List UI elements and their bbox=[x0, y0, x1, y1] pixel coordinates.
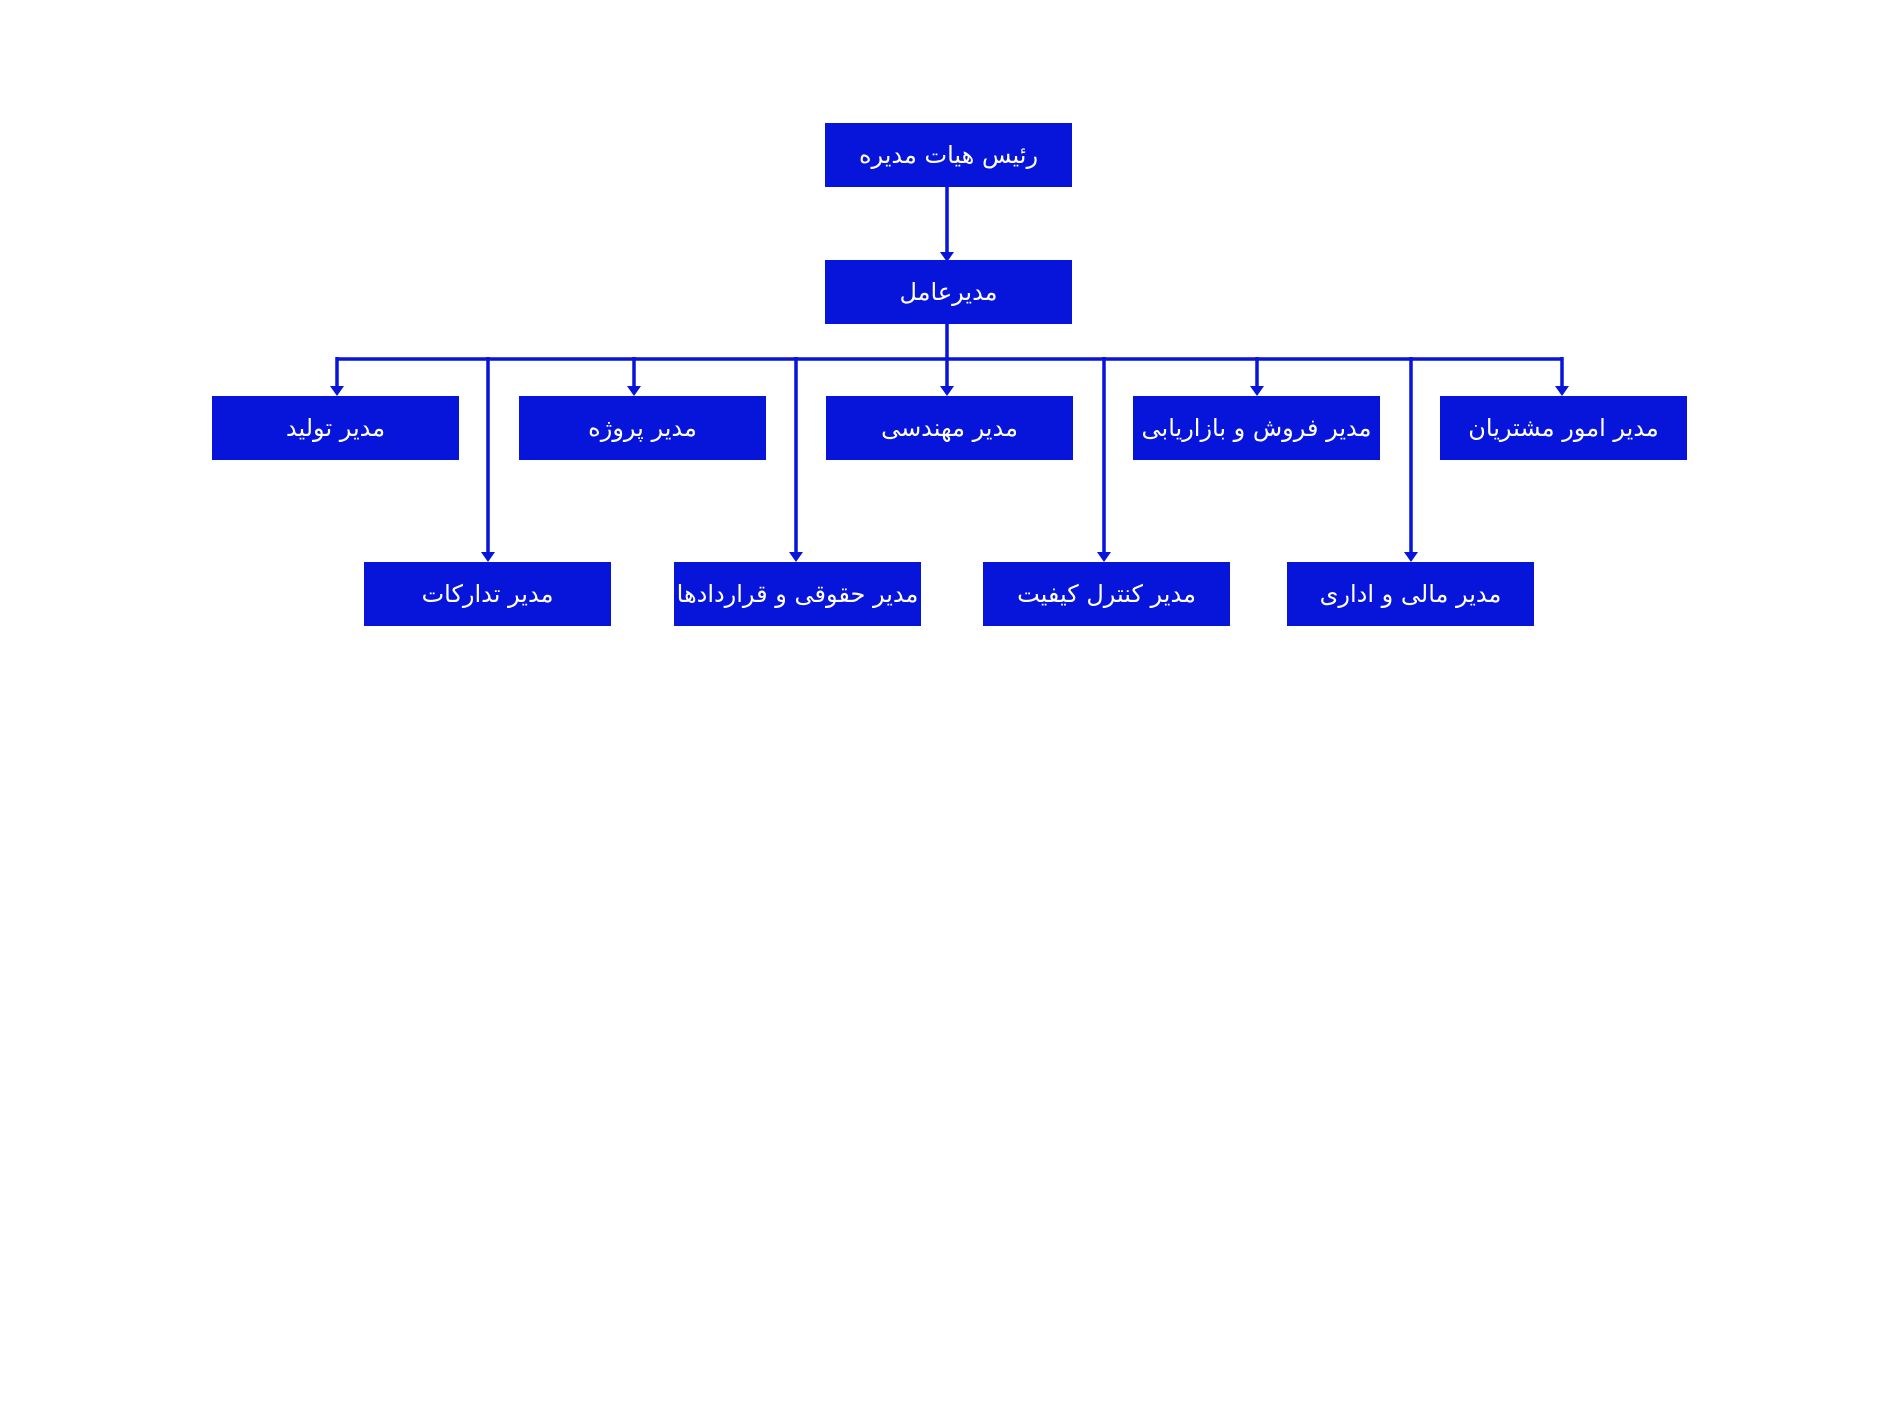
node-engineering[interactable]: مدیر مهندسی bbox=[826, 396, 1073, 460]
node-ceo-label: مدیرعامل bbox=[899, 278, 998, 306]
arrowhead-project bbox=[627, 386, 641, 396]
node-project[interactable]: مدیر پروژه bbox=[519, 396, 766, 460]
node-production[interactable]: مدیر تولید bbox=[212, 396, 459, 460]
arrowhead-quality-control bbox=[1097, 552, 1111, 562]
node-ceo[interactable]: مدیرعامل bbox=[825, 260, 1072, 324]
arrowhead-legal-contracts bbox=[789, 552, 803, 562]
node-chairman[interactable]: رئیس هیات مدیره bbox=[825, 123, 1072, 187]
arrowhead-finance-admin bbox=[1404, 552, 1418, 562]
node-procurement-label: مدیر تدارکات bbox=[421, 580, 554, 608]
node-chairman-label: رئیس هیات مدیره bbox=[858, 141, 1039, 169]
arrowhead-ceo bbox=[940, 252, 954, 262]
node-legal-contracts[interactable]: مدیر حقوقی و قراردادها bbox=[674, 562, 921, 626]
arrowhead-production bbox=[330, 386, 344, 396]
node-engineering-label: مدیر مهندسی bbox=[881, 414, 1018, 442]
node-production-label: مدیر تولید bbox=[285, 414, 386, 442]
arrowhead-customer-affairs bbox=[1555, 386, 1569, 396]
node-customer-affairs[interactable]: مدیر امور مشتریان bbox=[1440, 396, 1687, 460]
node-project-label: مدیر پروژه bbox=[588, 414, 697, 442]
node-sales-marketing-label: مدیر فروش و بازاریابی bbox=[1141, 414, 1372, 442]
arrowhead-engineering bbox=[940, 386, 954, 396]
node-finance-admin[interactable]: مدیر مالی و اداری bbox=[1287, 562, 1534, 626]
node-legal-contracts-label: مدیر حقوقی و قراردادها bbox=[676, 580, 919, 608]
node-finance-admin-label: مدیر مالی و اداری bbox=[1319, 580, 1502, 608]
node-quality-control-label: مدیر کنترل کیفیت bbox=[1017, 580, 1196, 608]
node-quality-control[interactable]: مدیر کنترل کیفیت bbox=[983, 562, 1230, 626]
node-customer-affairs-label: مدیر امور مشتریان bbox=[1468, 414, 1659, 442]
arrowhead-procurement bbox=[481, 552, 495, 562]
node-procurement[interactable]: مدیر تدارکات bbox=[364, 562, 611, 626]
arrowhead-sales-marketing bbox=[1250, 386, 1264, 396]
node-sales-marketing[interactable]: مدیر فروش و بازاریابی bbox=[1133, 396, 1380, 460]
